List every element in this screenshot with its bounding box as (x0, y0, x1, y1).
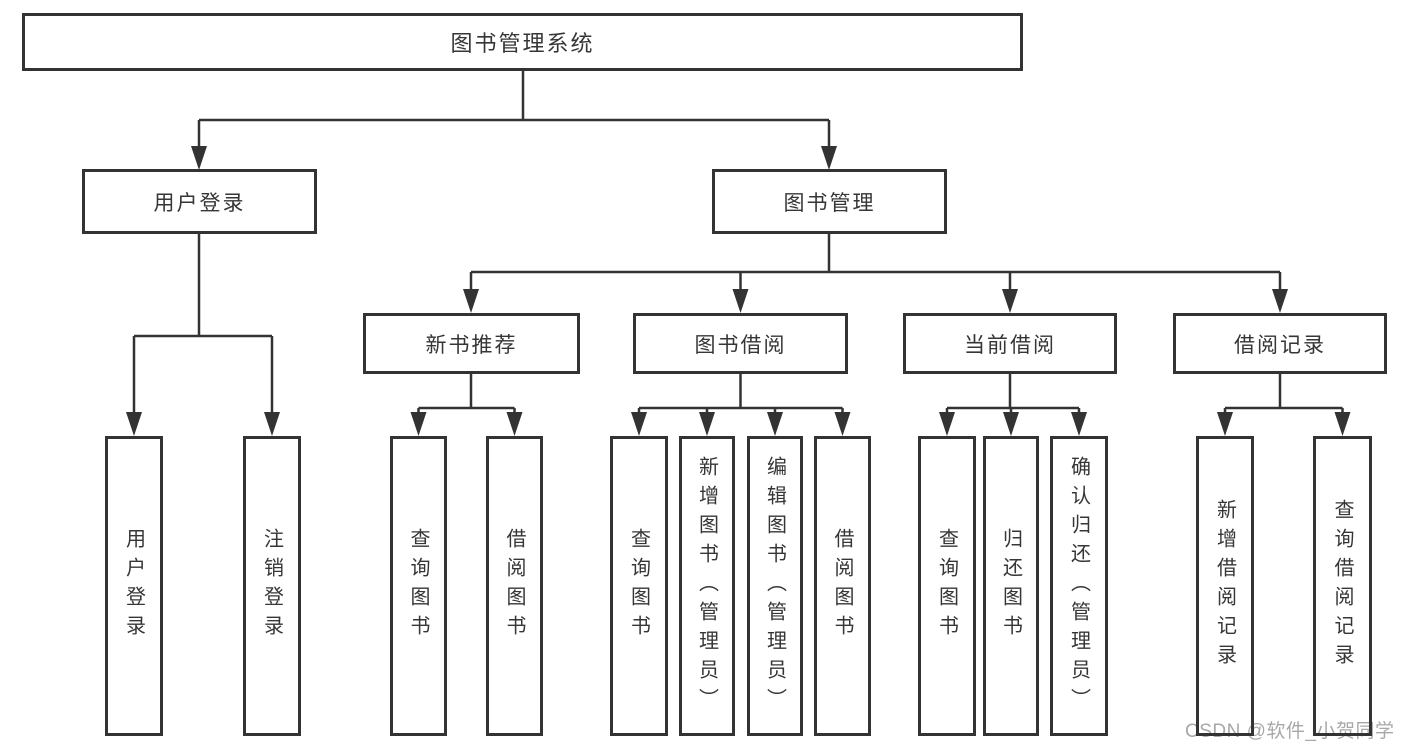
arrowheads (126, 146, 1351, 436)
node-library-management-system: 图书管理系统 (22, 13, 1023, 71)
node-leaf-cb-query-books: 查询图书 (918, 436, 976, 736)
arrowhead-icon (463, 289, 479, 313)
node-book-management: 图书管理 (712, 169, 947, 234)
node-leaf-bb-borrow-books: 借阅图书 (814, 436, 871, 736)
node-leaf-bb-edit-books-admin: 编辑图书（管理员） (747, 436, 803, 736)
arrowhead-icon (821, 146, 837, 170)
arrowhead-icon (506, 412, 523, 436)
node-book-borrowing: 图书借阅 (633, 313, 848, 374)
node-user-login: 用户登录 (82, 169, 317, 234)
node-leaf-cb-return-books: 归还图书 (983, 436, 1039, 736)
node-new-book-recommend: 新书推荐 (363, 313, 580, 374)
watermark: CSDN @软件_小贺同学 (1185, 721, 1395, 742)
connector-borrow-records-to-leaves (1223, 374, 1344, 418)
node-leaf-user-login: 用户登录 (105, 436, 163, 736)
node-leaf-bb-add-books-admin: 新增图书（管理员） (679, 436, 735, 736)
node-leaf-cb-confirm-return-admin: 确认归还（管理员） (1050, 436, 1108, 736)
connector-new-book-to-leaves (417, 374, 516, 418)
node-leaf-nb-query-books: 查询图书 (390, 436, 447, 736)
node-leaf-bb-query-books: 查询图书 (610, 436, 668, 736)
arrowhead-icon (126, 412, 142, 436)
arrowhead-icon (1002, 289, 1018, 313)
arrowhead-icon (631, 412, 647, 436)
arrowhead-icon (732, 289, 749, 313)
node-current-borrowing: 当前借阅 (903, 313, 1117, 374)
arrowhead-icon (1217, 412, 1233, 436)
arrowhead-icon (1071, 412, 1087, 436)
node-leaf-br-add-record: 新增借阅记录 (1196, 436, 1254, 736)
connector-root-to-level2 (197, 70, 831, 150)
arrowhead-icon (767, 412, 783, 436)
arrowhead-icon (699, 412, 715, 436)
connector-user-login-to-leaves (132, 233, 274, 416)
node-borrowing-records: 借阅记录 (1173, 313, 1387, 374)
connector-book-borrow-to-leaves (637, 374, 844, 418)
arrowhead-icon (410, 412, 427, 436)
arrowhead-icon (1334, 412, 1351, 436)
arrowhead-icon (264, 412, 280, 436)
node-leaf-br-query-record: 查询借阅记录 (1313, 436, 1372, 736)
arrowhead-icon (939, 412, 955, 436)
arrowhead-icon (1272, 289, 1288, 313)
arrowhead-icon (191, 146, 207, 170)
arrowhead-icon (834, 412, 851, 436)
arrowhead-icon (1003, 412, 1019, 436)
node-leaf-nb-borrow-books: 借阅图书 (486, 436, 543, 736)
node-leaf-logout: 注销登录 (243, 436, 301, 736)
connector-book-mgmt-to-level3 (469, 234, 1282, 293)
connector-current-borrow-to-leaves (945, 374, 1081, 418)
